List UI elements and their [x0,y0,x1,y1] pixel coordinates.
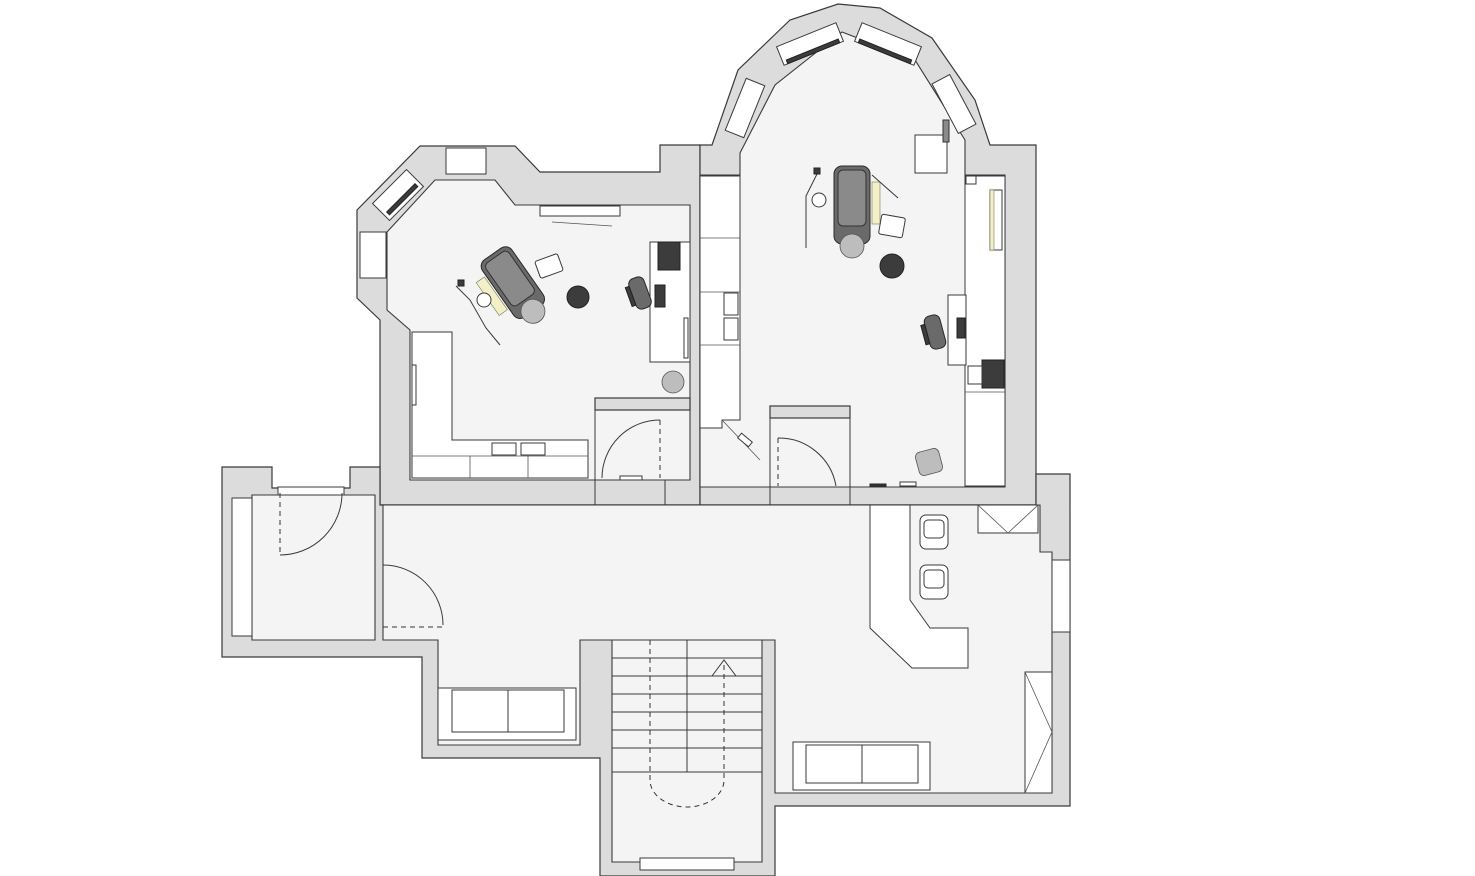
office-chair-icon [624,276,652,310]
window-left-side [359,231,387,279]
door-swing-icon [382,564,444,626]
treatment-room-right [805,119,1006,487]
staircase [612,640,762,808]
armchair-icon [919,514,949,550]
sofa-icon [437,687,577,741]
treatment-room-left [411,205,691,479]
office-chair-icon [920,314,947,350]
door-swing-icon [777,437,837,487]
left-door-pocket [594,397,691,411]
window-right-bay-2 [775,22,845,66]
window-right-bay-4 [931,73,977,135]
window-vestibule-left [231,497,253,637]
stair-direction-arrow-icon [711,659,737,677]
monitor-icon [657,241,681,271]
reception-hall [437,504,1053,794]
cabinet-counter [411,331,589,479]
window-left-top [445,147,487,175]
monitor-icon [981,359,1005,389]
door-swings [279,419,837,628]
dental-chair-icon [475,246,546,324]
reception-counter-icon [869,504,969,669]
stool-icon [879,253,905,279]
stool-icon [661,370,685,394]
entrance-vestibule-floor [251,494,376,641]
armchair-icon [919,564,949,600]
instrument-tray-icon [534,253,564,279]
dental-chair-icon [833,165,881,259]
sofa-icon [792,741,931,791]
window-right-bay-1 [724,77,766,139]
window-right-bay-3 [853,22,923,66]
corridor-storage [699,175,761,461]
instrument-tray-icon [878,213,906,239]
chair-icon [915,448,943,476]
window-vestibule-top [277,486,345,496]
window-left-diagonal [371,168,425,222]
stool-icon [566,285,590,309]
right-door-pocket [769,405,851,419]
window-stair-bottom [639,857,735,871]
windows [231,22,1071,871]
door-swing-icon [279,492,343,556]
door-swing-icon [601,419,661,479]
window-hall-right [1051,559,1071,633]
partitions [594,397,851,505]
